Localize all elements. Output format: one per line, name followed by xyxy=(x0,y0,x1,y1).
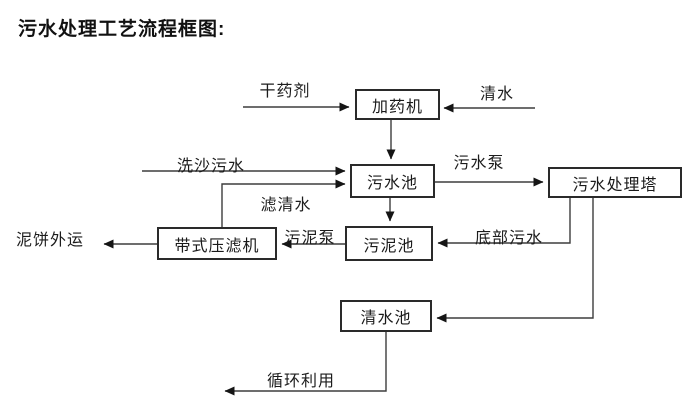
arrow-filtered-water-to-sewage-pool xyxy=(221,179,346,227)
arrow-clean-water-pool-to-recycling xyxy=(224,332,387,396)
page-title: 污水处理工艺流程框图: xyxy=(18,19,226,40)
flow-label-dry-agent: 干药剂 xyxy=(259,83,311,100)
node-clean-water-pool: 清水池 xyxy=(340,300,432,332)
flow-label-sludge-pump: 污泥泵 xyxy=(284,230,336,247)
flow-label-clean-water: 清水 xyxy=(479,86,515,103)
flow-label-mud-cake-outbound: 泥饼外运 xyxy=(15,232,85,249)
flow-label-recycling: 循环利用 xyxy=(266,373,336,390)
node-sewage-treatment-tower: 污水处理塔 xyxy=(548,167,682,198)
flow-label-filtered-water: 滤清水 xyxy=(260,197,312,214)
node-sewage-pool: 污水池 xyxy=(350,164,435,198)
arrow-bottom-sewage-to-sludge-pool xyxy=(437,198,571,248)
flow-label-bottom-sewage: 底部污水 xyxy=(474,230,544,247)
flow-label-sand-washing-sewage: 洗沙污水 xyxy=(176,158,246,175)
arrow-treatment-tower-to-clean-water-pool xyxy=(436,198,594,323)
node-sludge-pool: 污泥池 xyxy=(345,226,433,261)
node-dosing-machine: 加药机 xyxy=(355,89,440,120)
node-belt-filter-press: 带式压滤机 xyxy=(157,227,277,260)
flow-label-sewage-pump: 污水泵 xyxy=(453,155,505,172)
